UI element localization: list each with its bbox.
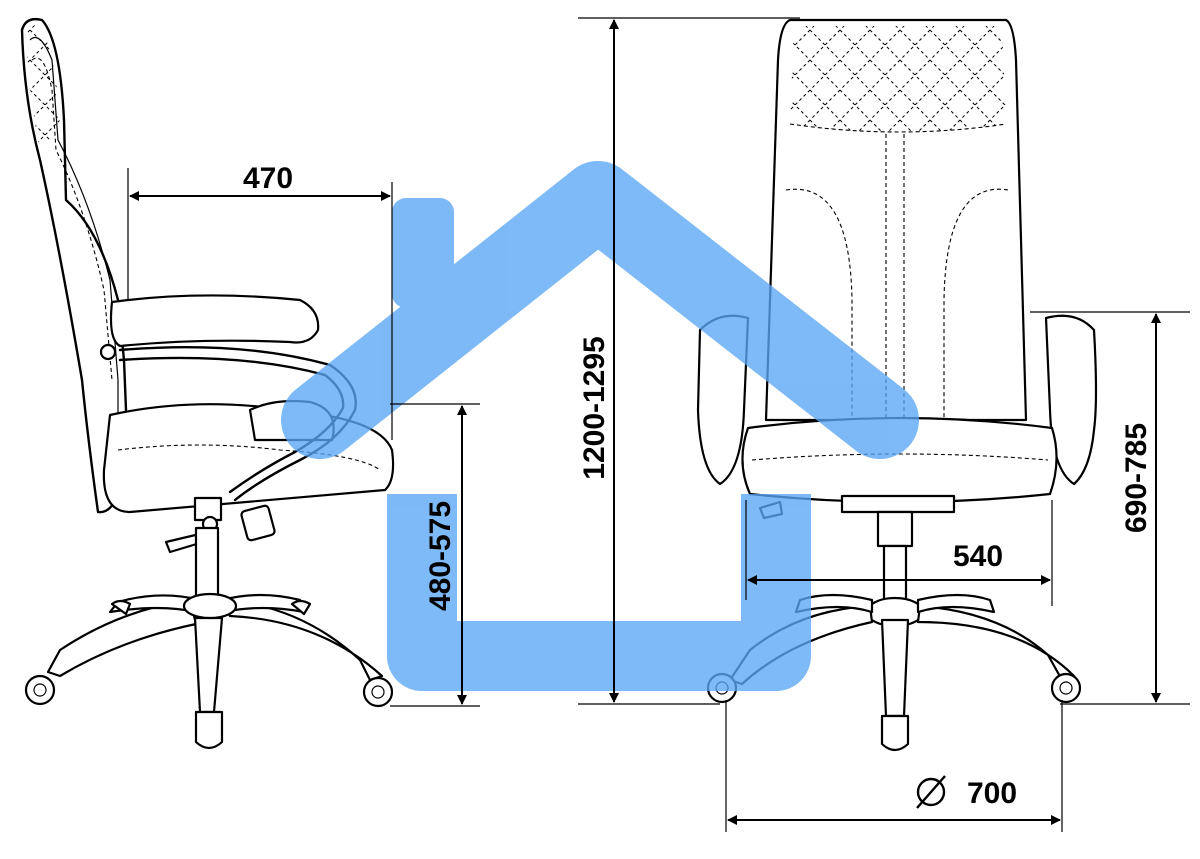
armrest-height-label: 690-785 — [1120, 423, 1153, 533]
side-view-chair — [20, 17, 395, 750]
side-base — [46, 598, 198, 678]
front-headrest-quilt — [790, 26, 1006, 132]
side-gas-lift — [194, 526, 220, 606]
front-mechanism — [840, 494, 956, 514]
diameter-icon — [916, 775, 946, 809]
seat-width-label: 540 — [953, 540, 1003, 573]
side-casters — [24, 599, 394, 750]
side-backrest — [20, 17, 130, 514]
side-armrest-pad — [109, 294, 320, 348]
side-knob — [240, 504, 276, 542]
base-diameter-label: 700 — [967, 777, 1017, 810]
seat-depth-label: 470 — [243, 162, 293, 195]
side-seat-stitch — [117, 444, 381, 471]
side-backrest-stitch — [31, 57, 113, 381]
total-height-label: 1200-1295 — [578, 336, 611, 479]
side-headrest-quilt — [26, 23, 60, 150]
front-gas-lift-cap — [876, 510, 914, 548]
seat-height-label: 480-575 — [424, 501, 457, 611]
front-view-chair — [696, 18, 1098, 752]
front-gas-lift — [882, 544, 908, 604]
dimension-lines — [127, 17, 1190, 832]
